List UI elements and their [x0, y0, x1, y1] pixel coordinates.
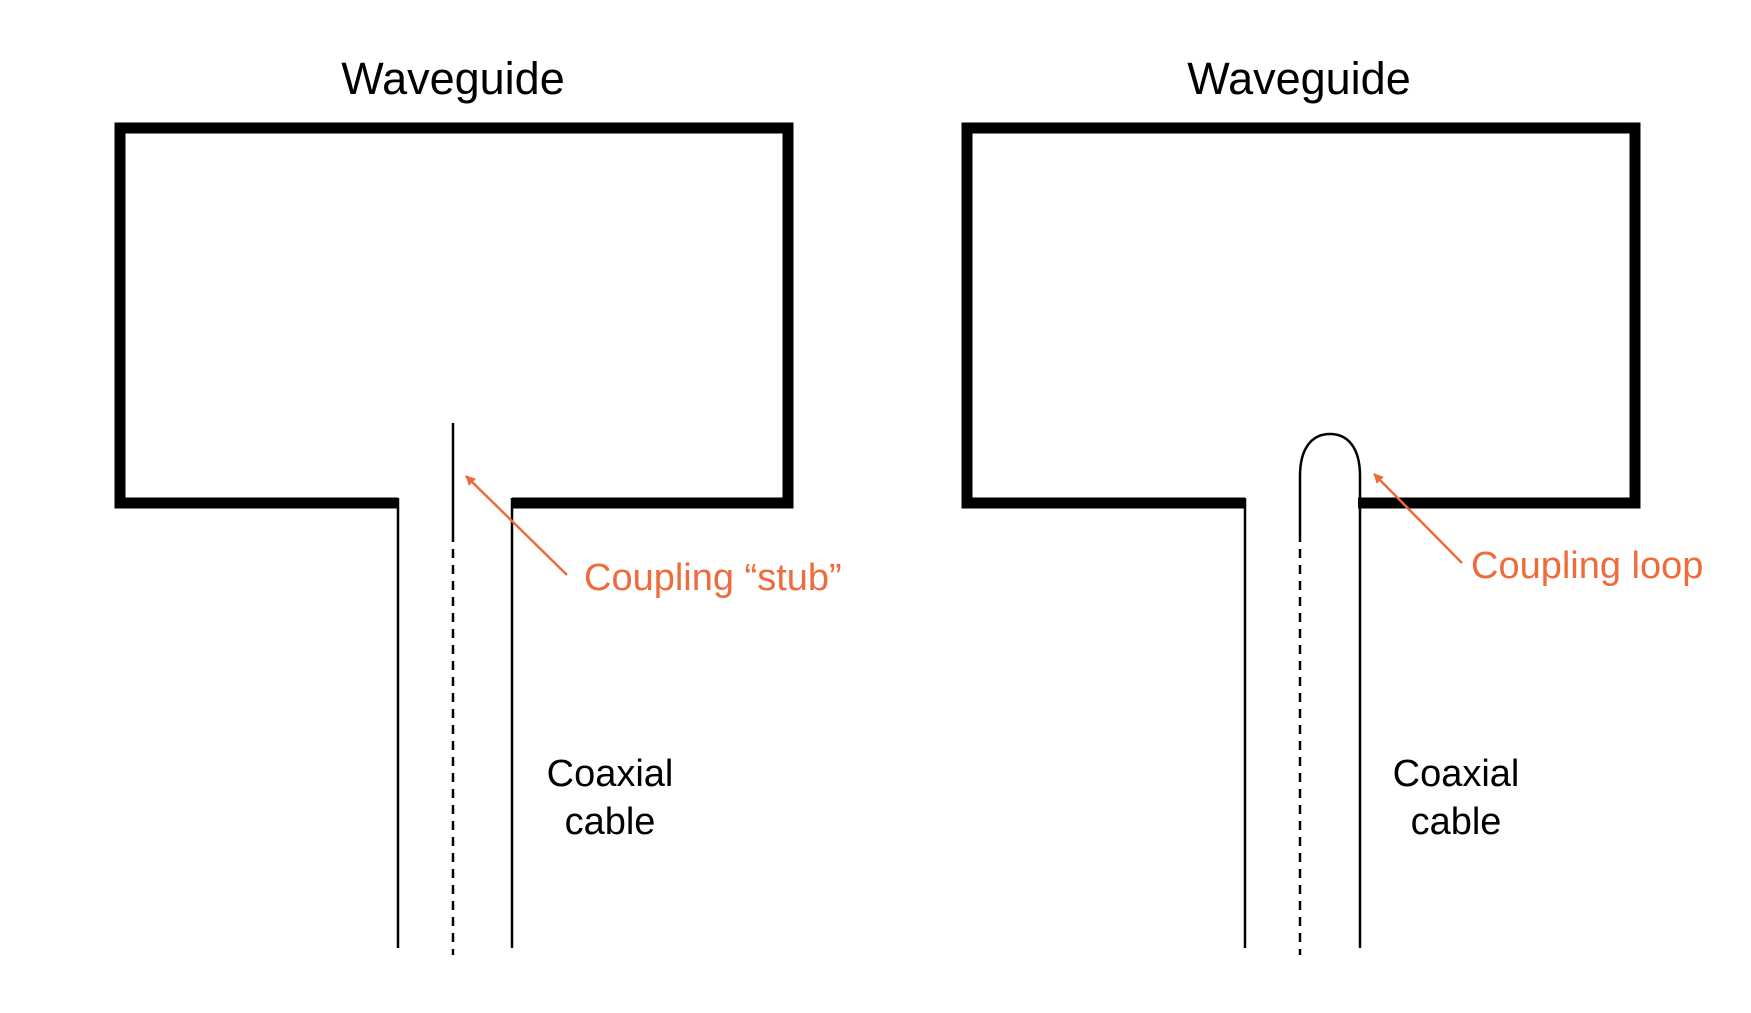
left-callout-arrow — [465, 475, 568, 576]
left-callout-label: Coupling “stub” — [584, 557, 842, 599]
right-waveguide-outline — [961, 122, 1641, 509]
left-coax-label-line2: cable — [565, 801, 656, 843]
right-panel: Waveguide Coaxial cable Coupling loop — [961, 53, 1703, 955]
right-callout-arrow — [1373, 473, 1463, 564]
left-waveguide-outline — [114, 122, 794, 509]
right-coax-label-line1: Coaxial — [1393, 753, 1520, 795]
right-coax-label-line2: cable — [1411, 801, 1502, 843]
right-coupling-loop — [1298, 432, 1362, 948]
right-waveguide-title: Waveguide — [1187, 53, 1410, 104]
right-callout-label: Coupling loop — [1471, 545, 1703, 587]
left-panel: Waveguide Coaxial cable Coupling “stub” — [114, 53, 842, 955]
left-coax-label-line1: Coaxial — [547, 753, 674, 795]
left-waveguide-title: Waveguide — [341, 53, 564, 104]
